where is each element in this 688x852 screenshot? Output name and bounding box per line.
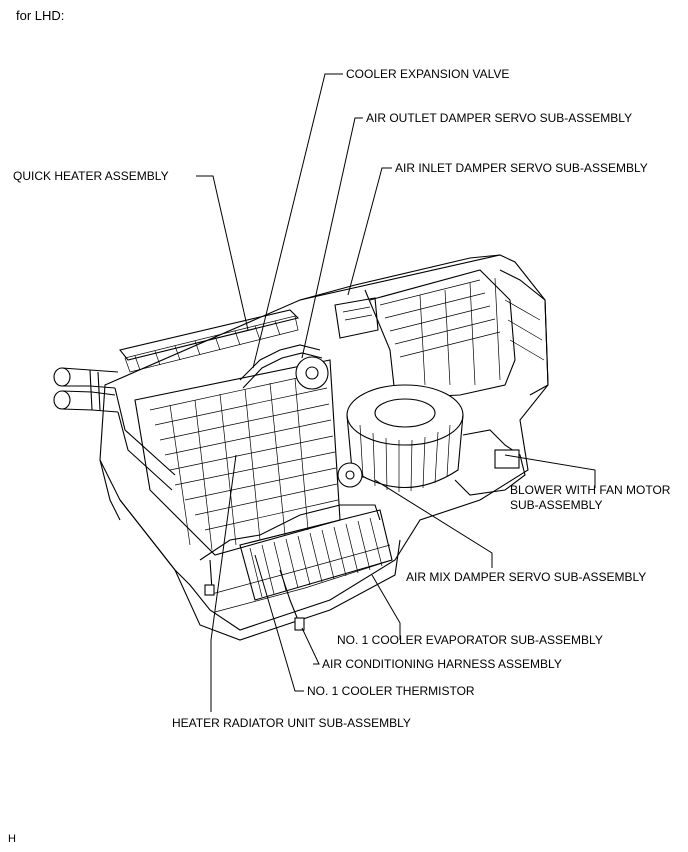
label-blower-line1: BLOWER WITH FAN MOTOR bbox=[510, 483, 671, 497]
label-air-mix-damper-servo: AIR MIX DAMPER SERVO SUB-ASSEMBLY bbox=[406, 570, 646, 584]
leader-no1-cooler-evaporator bbox=[371, 574, 401, 640]
label-no1-cooler-evaporator: NO. 1 COOLER EVAPORATOR SUB-ASSEMBLY bbox=[337, 633, 603, 647]
leader-blower bbox=[504, 454, 596, 488]
label-blower-line2: SUB-ASSEMBLY bbox=[510, 498, 602, 512]
leader-air-mix-damper-servo bbox=[374, 479, 493, 568]
label-air-conditioning-harness: AIR CONDITIONING HARNESS ASSEMBLY bbox=[322, 657, 562, 671]
label-heater-radiator-unit: HEATER RADIATOR UNIT SUB-ASSEMBLY bbox=[172, 716, 411, 730]
leader-air-conditioning-harness bbox=[301, 627, 320, 665]
leader-air-inlet-damper-servo bbox=[347, 167, 392, 296]
corner-mark: H bbox=[8, 833, 16, 845]
part-labels: COOLER EXPANSION VALVE AIR OUTLET DAMPER… bbox=[13, 67, 671, 730]
label-air-inlet-damper-servo: AIR INLET DAMPER SERVO SUB-ASSEMBLY bbox=[395, 161, 648, 175]
leader-quick-heater bbox=[196, 175, 249, 331]
page-caption: for LHD: bbox=[16, 8, 65, 23]
hvac-unit-illustration bbox=[53, 254, 549, 641]
leader-air-outlet-damper-servo bbox=[301, 117, 363, 359]
leader-heater-radiator-unit bbox=[210, 454, 237, 712]
leader-cooler-expansion-valve bbox=[252, 73, 343, 369]
label-quick-heater-assembly: QUICK HEATER ASSEMBLY bbox=[13, 169, 169, 183]
leader-no1-cooler-thermistor bbox=[254, 554, 304, 692]
leader-lines bbox=[196, 73, 596, 712]
label-air-outlet-damper-servo: AIR OUTLET DAMPER SERVO SUB-ASSEMBLY bbox=[366, 111, 632, 125]
label-cooler-expansion-valve: COOLER EXPANSION VALVE bbox=[346, 67, 509, 81]
label-no1-cooler-thermistor: NO. 1 COOLER THERMISTOR bbox=[307, 684, 475, 698]
